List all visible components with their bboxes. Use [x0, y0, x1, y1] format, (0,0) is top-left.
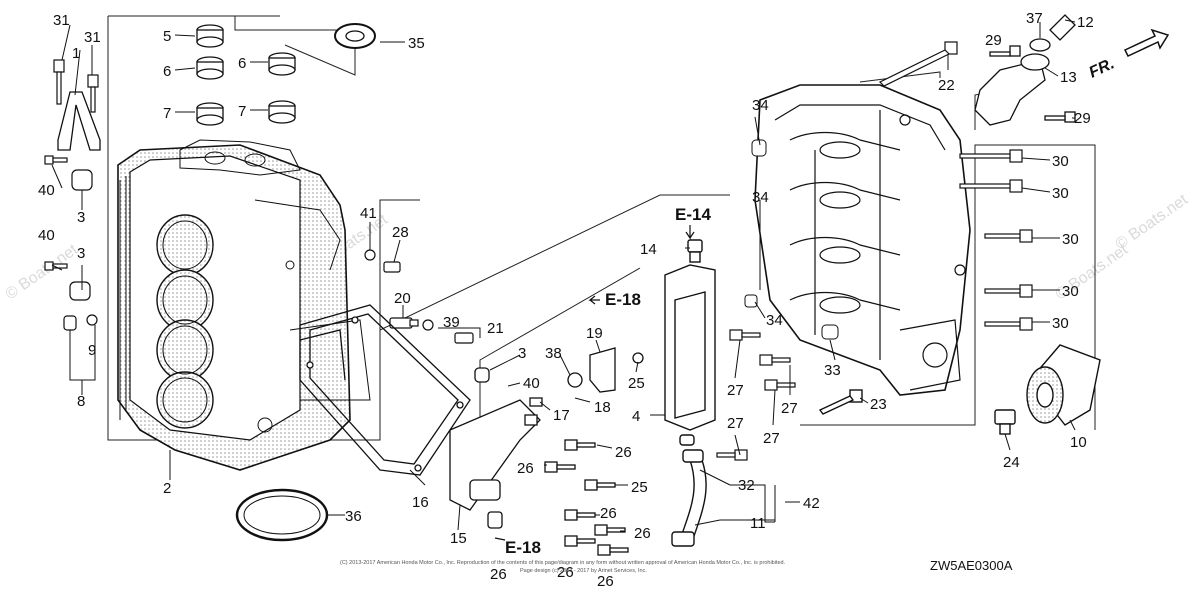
callout-33: 33	[824, 362, 841, 379]
copyright-line-1: (C) 2013-2017 American Honda Motor Co., …	[340, 560, 786, 566]
group-outlines	[107, 15, 1096, 441]
sensors-middle	[364, 249, 474, 344]
callout-29: 29	[985, 32, 1002, 49]
oil-cooler-4	[664, 239, 716, 446]
callout-24: 24	[1003, 454, 1020, 471]
callout-31: 31	[53, 12, 70, 29]
callout-29: 29	[1074, 110, 1091, 127]
callout-19: 19	[586, 325, 603, 342]
callout-26: 26	[615, 444, 632, 461]
diagram-code: ZW5AE0300A	[930, 558, 1013, 573]
callout-18: 18	[594, 399, 611, 416]
callout-14: 14	[640, 241, 657, 258]
callout-42: 42	[803, 495, 820, 512]
callout-2: 2	[163, 480, 171, 497]
callout-8: 8	[77, 393, 85, 410]
callout-26: 26	[557, 564, 574, 581]
bolts-27	[716, 329, 796, 461]
callout-5: 5	[163, 28, 171, 45]
callout-30: 30	[1052, 153, 1069, 170]
callout-30: 30	[1062, 283, 1079, 300]
thermostat-housing	[449, 367, 629, 556]
leader-lines	[51, 19, 1076, 532]
callout-22: 22	[938, 77, 955, 94]
callout-37: 37	[1026, 10, 1043, 27]
callout-26: 26	[634, 525, 651, 542]
callout-34: 34	[766, 312, 783, 329]
callout-4: 4	[632, 408, 640, 425]
callout-36: 36	[345, 508, 362, 525]
oil-filter-10	[818, 344, 1101, 435]
callout-30: 30	[1062, 231, 1079, 248]
callout-16: 16	[412, 494, 429, 511]
callout-3: 3	[77, 245, 85, 262]
callout-17: 17	[553, 407, 570, 424]
front-direction-arrow: FR.	[1087, 28, 1170, 82]
bracket-part-1	[57, 91, 101, 151]
callout-26: 26	[600, 505, 617, 522]
bolts-31	[53, 59, 99, 113]
callout-32: 32	[738, 477, 755, 494]
callout-27: 27	[727, 415, 744, 432]
bolt-22	[878, 41, 958, 87]
callout-35: 35	[408, 35, 425, 52]
crankcase	[744, 84, 971, 396]
callout-31: 31	[84, 29, 101, 46]
small-fittings-left	[44, 155, 98, 331]
watermark-right-2: © Boats.net	[1113, 191, 1192, 253]
callout-30: 30	[1052, 315, 1069, 332]
callout-11: 11	[750, 515, 766, 532]
callout-21: 21	[487, 320, 504, 337]
callout-13: 13	[1060, 69, 1077, 86]
callout-23: 23	[870, 396, 887, 413]
callout-27: 27	[727, 382, 744, 399]
callout-10: 10	[1070, 434, 1087, 451]
callout-41: 41	[360, 205, 377, 222]
callout-20: 20	[394, 290, 411, 307]
hose-11	[671, 449, 707, 547]
front-label: FR.	[1087, 55, 1118, 81]
callout-39: 39	[443, 314, 460, 331]
ref-e18-upper: E-18	[605, 290, 641, 309]
callout-3: 3	[77, 209, 85, 226]
callout-30: 30	[1052, 185, 1069, 202]
callout-38: 38	[545, 345, 562, 362]
callout-6: 6	[238, 55, 246, 72]
callout-7: 7	[238, 103, 246, 120]
bolts-30	[959, 149, 1033, 331]
callout-27: 27	[763, 430, 780, 447]
callout-26: 26	[517, 460, 534, 477]
cover-19	[567, 347, 644, 393]
callout-25: 25	[628, 375, 645, 392]
ref-e14: E-14	[675, 205, 711, 224]
reference-labels: E-14 E-18 E-18	[494, 205, 711, 557]
callout-15: 15	[450, 530, 467, 547]
callout-26: 26	[597, 573, 614, 590]
ref-e18-lower: E-18	[505, 538, 541, 557]
copyright-line-2: Page design (c) 2003 - 2017 by Arinet Se…	[520, 568, 647, 574]
callout-40: 40	[38, 227, 55, 244]
callout-28: 28	[392, 224, 409, 241]
callout-7: 7	[163, 105, 171, 122]
callout-40: 40	[523, 375, 540, 392]
cylinder-block	[117, 139, 371, 471]
callout-27: 27	[781, 400, 798, 417]
callout-numbers: 31 31 1 40 3 40 3 9 8 2 5 6 6 7 7 35 36 …	[38, 10, 1094, 590]
callout-40: 40	[38, 182, 55, 199]
seal-rings	[196, 23, 376, 126]
callout-3: 3	[518, 345, 526, 362]
callout-25: 25	[631, 479, 648, 496]
callout-34: 34	[752, 189, 769, 206]
callout-9: 9	[88, 342, 96, 359]
callout-12: 12	[1077, 14, 1094, 31]
callout-34: 34	[752, 97, 769, 114]
callout-1: 1	[72, 45, 80, 62]
callout-6: 6	[163, 63, 171, 80]
jacket-cover-16	[299, 304, 471, 476]
callout-26: 26	[490, 566, 507, 583]
gasket-36	[235, 488, 329, 542]
